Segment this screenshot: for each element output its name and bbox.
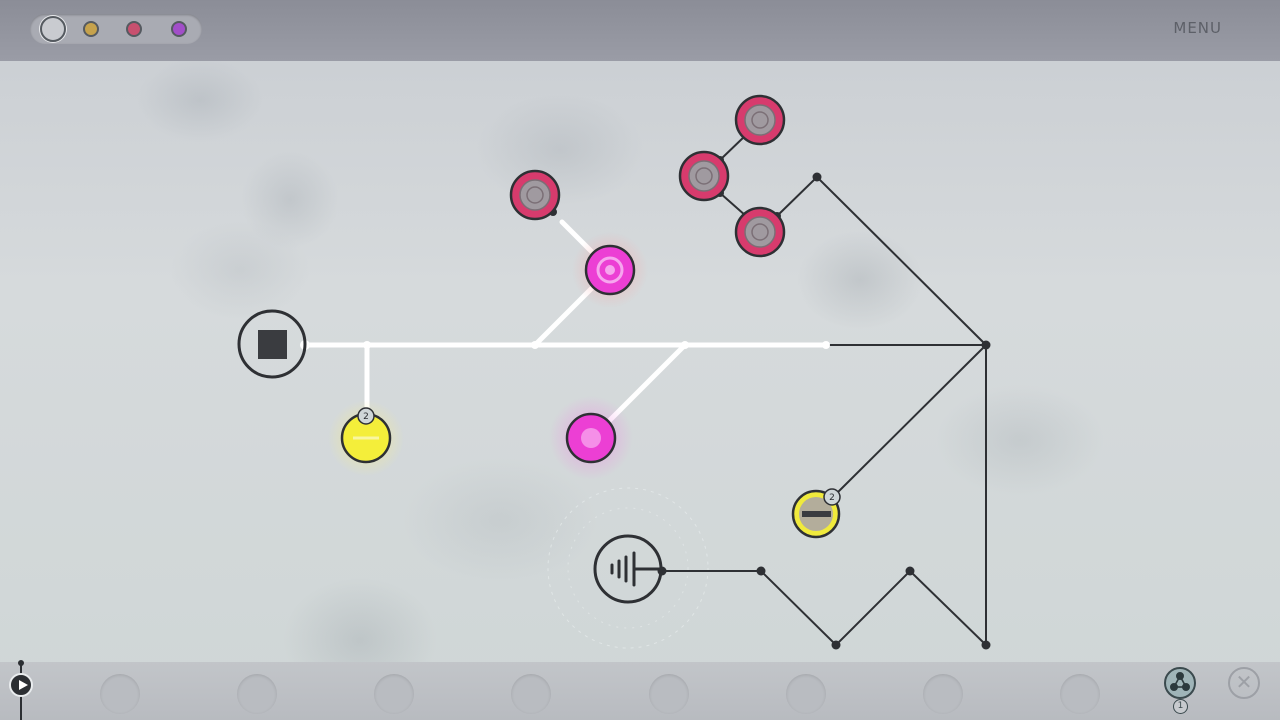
junction <box>756 566 766 576</box>
palette-color-purple[interactable] <box>171 21 187 37</box>
junction <box>363 341 371 349</box>
wire-to-top-right <box>776 175 987 346</box>
network-count-badge: 1 <box>1173 699 1188 714</box>
palette-color-white[interactable] <box>40 16 66 42</box>
junction <box>822 341 830 349</box>
junction <box>981 640 991 650</box>
junction <box>681 341 689 349</box>
wire-pink-link-1 <box>719 134 747 161</box>
pink-ring-node-bottom[interactable] <box>734 206 786 258</box>
yellow-node-badge <box>357 407 375 425</box>
yellow-node-badge-text: 2 <box>363 412 369 422</box>
pink-ring-node-middle[interactable] <box>678 150 730 202</box>
junction <box>905 566 915 576</box>
top-bar: MENU <box>0 0 1280 61</box>
network-button[interactable] <box>1164 667 1196 699</box>
wire-to-dim-yellow <box>831 344 987 499</box>
junction <box>531 341 539 349</box>
timeline-slot-3[interactable] <box>374 674 414 714</box>
color-palette <box>30 14 202 44</box>
stop-icon <box>258 330 287 359</box>
junction <box>831 640 841 650</box>
timeline-slot-8[interactable] <box>1060 674 1100 714</box>
timeline-slot-1[interactable] <box>100 674 140 714</box>
junction <box>981 340 991 350</box>
dim-yellow-node[interactable]: 2 <box>791 488 841 539</box>
minus-icon <box>802 511 831 517</box>
junction <box>812 172 822 182</box>
close-button[interactable]: ✕ <box>1228 667 1260 699</box>
dim-yellow-node-badge-text: 2 <box>829 493 835 503</box>
inactive-wires <box>661 134 987 647</box>
yellow-node[interactable]: 2 <box>328 400 404 476</box>
palette-color-yellow[interactable] <box>83 21 99 37</box>
timeline-slot-6[interactable] <box>786 674 826 714</box>
palette-color-pink[interactable] <box>126 21 142 37</box>
pink-ring-node-top[interactable] <box>734 94 786 146</box>
magenta-node-top[interactable] <box>572 232 648 308</box>
timeline-playhead-knob[interactable] <box>18 660 24 666</box>
active-junctions <box>300 340 830 350</box>
pink-ring-node-left[interactable] <box>509 169 561 221</box>
wire-pink-link-2 <box>719 192 747 217</box>
timeline-slot-5[interactable] <box>649 674 689 714</box>
menu-button[interactable]: MENU <box>1173 19 1222 37</box>
dim-yellow-node-badge <box>823 488 841 506</box>
timeline-slot-2[interactable] <box>237 674 277 714</box>
signal-bars-icon <box>610 551 662 587</box>
wire-zigzag <box>661 569 987 647</box>
timeline-slot-4[interactable] <box>511 674 551 714</box>
play-button[interactable] <box>9 673 33 697</box>
network-icon <box>1170 671 1190 692</box>
timeline-slot-7[interactable] <box>923 674 963 714</box>
antenna-node[interactable] <box>593 534 663 604</box>
stop-node[interactable] <box>237 309 307 379</box>
magenta-node-bottom[interactable] <box>549 396 633 480</box>
